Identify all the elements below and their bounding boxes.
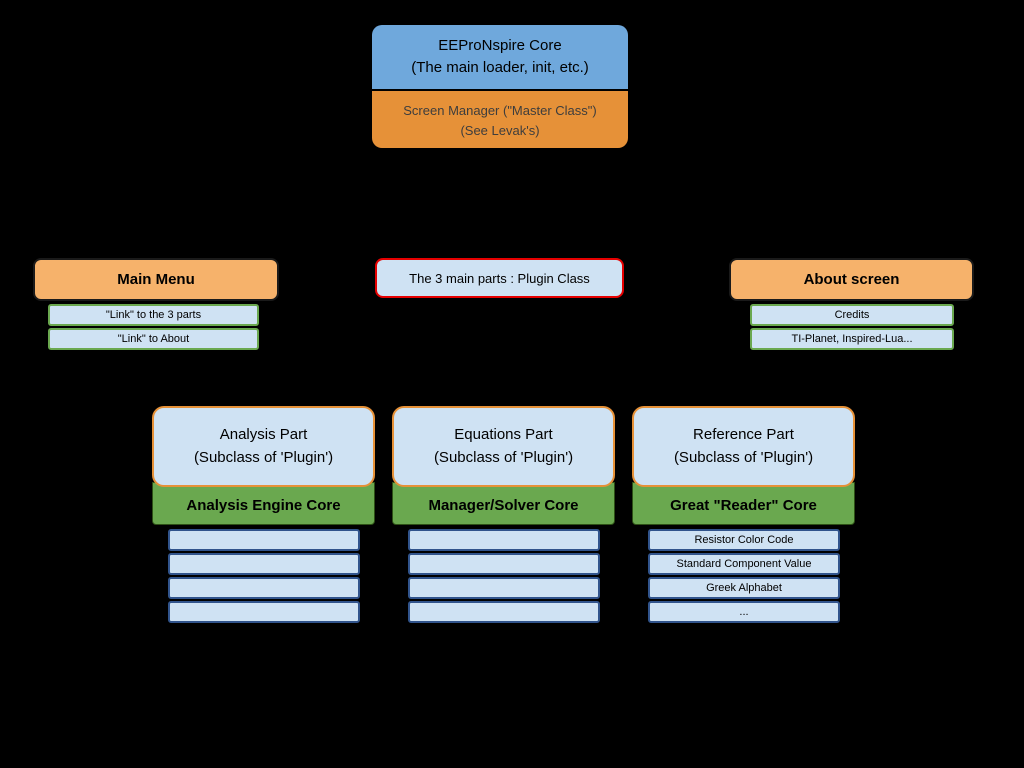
node-reference-part: Reference Part (Subclass of 'Plugin') bbox=[632, 406, 855, 487]
list-item-label: Resistor Color Code bbox=[694, 534, 794, 546]
list-item-label: "Link" to About bbox=[117, 333, 190, 345]
reference-item-more: ... bbox=[648, 601, 840, 623]
reference-item-greek-alphabet: Greek Alphabet bbox=[648, 577, 840, 599]
node-eepronspire-core: EEProNspire Core (The main loader, init,… bbox=[370, 23, 630, 150]
list-item-label: Credits bbox=[834, 309, 870, 321]
core-title-line2: (The main loader, init, etc.) bbox=[411, 59, 589, 76]
reference-item-resistor-color-code: Resistor Color Code bbox=[648, 529, 840, 551]
equations-item-2 bbox=[408, 553, 600, 575]
screen-manager-line1: Screen Manager ("Master Class") bbox=[403, 103, 597, 118]
about-item-ti-planet: TI-Planet, Inspired-Lua... bbox=[750, 328, 954, 350]
screen-manager-box: Screen Manager ("Master Class") (See Lev… bbox=[372, 91, 628, 148]
list-item-label: Standard Component Value bbox=[676, 558, 812, 570]
core-title-line1: EEProNspire Core bbox=[438, 37, 562, 55]
node-reference-core: Great "Reader" Core bbox=[632, 482, 855, 525]
list-item-label: TI-Planet, Inspired-Lua... bbox=[791, 333, 913, 345]
equations-core-label: Manager/Solver Core bbox=[428, 496, 579, 514]
equations-item-4 bbox=[408, 601, 600, 623]
analysis-title-line1: Analysis Part bbox=[219, 426, 308, 443]
equations-item-1 bbox=[408, 529, 600, 551]
node-analysis-core: Analysis Engine Core bbox=[152, 482, 375, 525]
analysis-item-2 bbox=[168, 553, 360, 575]
node-analysis-part: Analysis Part (Subclass of 'Plugin') bbox=[152, 406, 375, 487]
node-main-menu: Main Menu bbox=[33, 258, 279, 301]
reference-title-line2: (Subclass of 'Plugin') bbox=[673, 448, 814, 466]
node-about-screen: About screen bbox=[729, 258, 974, 301]
reference-core-label: Great "Reader" Core bbox=[670, 496, 817, 514]
analysis-item-4 bbox=[168, 601, 360, 623]
list-item-label: ... bbox=[739, 606, 749, 618]
analysis-title-line2: (Subclass of 'Plugin') bbox=[193, 448, 334, 466]
plugin-class-label: The 3 main parts : Plugin Class bbox=[409, 270, 590, 286]
node-equations-part: Equations Part (Subclass of 'Plugin') bbox=[392, 406, 615, 487]
equations-item-3 bbox=[408, 577, 600, 599]
equations-title-line2: (Subclass of 'Plugin') bbox=[433, 448, 574, 466]
analysis-item-3 bbox=[168, 577, 360, 599]
main-menu-item-link-3-parts: "Link" to the 3 parts bbox=[48, 304, 259, 326]
main-menu-item-link-about: "Link" to About bbox=[48, 328, 259, 350]
about-item-credits: Credits bbox=[750, 304, 954, 326]
list-item-label: "Link" to the 3 parts bbox=[105, 309, 202, 321]
reference-title-line1: Reference Part bbox=[693, 426, 794, 443]
screen-manager-line2: (See Levak's) bbox=[460, 122, 540, 138]
analysis-item-1 bbox=[168, 529, 360, 551]
core-header: EEProNspire Core (The main loader, init,… bbox=[372, 25, 628, 91]
equations-title-line1: Equations Part bbox=[454, 426, 553, 443]
main-menu-label: Main Menu bbox=[117, 271, 195, 288]
reference-item-standard-component-value: Standard Component Value bbox=[648, 553, 840, 575]
analysis-core-label: Analysis Engine Core bbox=[186, 496, 341, 514]
node-equations-core: Manager/Solver Core bbox=[392, 482, 615, 525]
node-plugin-class: The 3 main parts : Plugin Class bbox=[375, 258, 624, 298]
about-screen-label: About screen bbox=[803, 271, 900, 288]
list-item-label: Greek Alphabet bbox=[706, 582, 782, 594]
